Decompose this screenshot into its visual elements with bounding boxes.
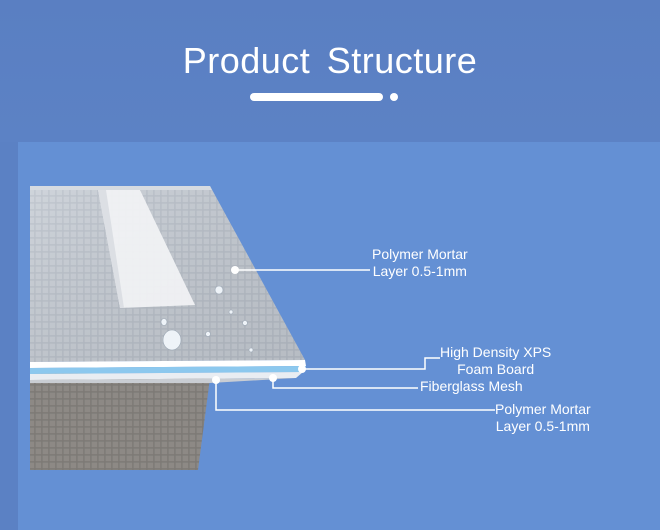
title-dot [390,93,398,101]
callout-dots [212,266,306,384]
title-underline [250,93,383,101]
label-polymer-mortar-bottom: Polymer Mortar Layer 0.5-1mm [495,401,591,434]
label-polymer-mortar-top: Polymer Mortar Layer 0.5-1mm [372,246,468,279]
header-band: Product Structure [0,0,660,142]
label-fiberglass-mesh: Fiberglass Mesh [420,378,523,394]
label-xps-foam-board: High Density XPS Foam Board [440,344,552,377]
fiberglass-mesh-strip [98,190,195,308]
water-droplets [160,285,254,353]
board-layer-edge [30,360,306,383]
board-side-face [30,370,210,470]
page-title: Product Structure [182,40,478,81]
